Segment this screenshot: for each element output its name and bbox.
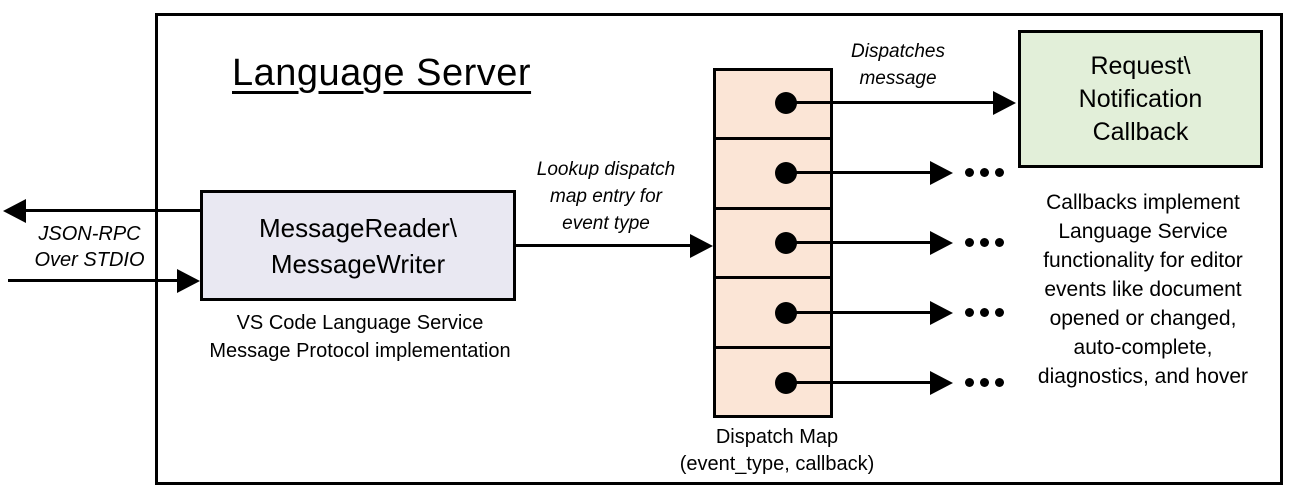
ellipsis-icon bbox=[965, 308, 1004, 317]
dispatches-label-line2: message bbox=[859, 68, 937, 89]
callbacks-note-line: auto-complete, bbox=[1073, 336, 1213, 359]
message-reader-writer-caption: VS Code Language Service Message Protoco… bbox=[172, 309, 548, 365]
dispatch-map-caption-line2: (event_type, callback) bbox=[679, 453, 875, 475]
dispatch-arrow-line-5 bbox=[786, 381, 933, 384]
reader-caption-line2: Message Protocol implementation bbox=[209, 340, 511, 362]
stdio-out-arrow-line bbox=[22, 209, 202, 212]
callbacks-note: Callbacks implement Language Service fun… bbox=[1002, 188, 1284, 391]
callbacks-note-line: diagnostics, and hover bbox=[1037, 365, 1249, 388]
dispatch-arrow-line-4 bbox=[786, 311, 933, 314]
reader-caption-line1: VS Code Language Service bbox=[236, 312, 484, 334]
callback-box-line3: Callback bbox=[1092, 117, 1189, 146]
lookup-arrow-line bbox=[515, 244, 693, 247]
dispatch-map-cell bbox=[716, 71, 830, 141]
callbacks-note-line: opened or changed, bbox=[1049, 307, 1237, 330]
dispatch-arrow-head-icon-4 bbox=[930, 301, 953, 325]
dispatches-message-label: Dispatches message bbox=[833, 38, 963, 92]
message-reader-writer-box: MessageReader\ MessageWriter bbox=[200, 190, 516, 301]
stdio-in-arrow-head-icon bbox=[177, 269, 200, 293]
callbacks-note-line: functionality for editor bbox=[1043, 249, 1243, 272]
dispatch-map-cell bbox=[716, 140, 830, 210]
lookup-label-line2: map entry for bbox=[550, 186, 662, 207]
request-notification-callback-box: Request\ Notification Callback bbox=[1018, 30, 1263, 168]
dispatch-map-cell bbox=[716, 210, 830, 280]
ellipsis-icon bbox=[965, 168, 1004, 177]
dispatches-label-line1: Dispatches bbox=[851, 41, 945, 62]
callback-box-line1: Request\ bbox=[1090, 51, 1191, 80]
stdio-out-arrow-head-icon bbox=[3, 199, 26, 223]
callbacks-note-line: Callbacks implement bbox=[1046, 191, 1240, 214]
dispatch-arrow-head-icon-5 bbox=[930, 371, 953, 395]
dispatch-map-cell bbox=[716, 279, 830, 349]
stdio-in-arrow-line bbox=[8, 279, 180, 282]
diagram-title: Language Server bbox=[232, 52, 532, 94]
callbacks-note-line: events like document bbox=[1044, 278, 1242, 301]
json-rpc-stdio-label-line1: JSON-RPC bbox=[38, 223, 141, 245]
dispatch-map-caption-line1: Dispatch Map bbox=[715, 426, 839, 448]
language-server-outer-box bbox=[155, 13, 1283, 485]
dispatch-arrow-head-icon-2 bbox=[930, 161, 953, 185]
lookup-dispatch-label: Lookup dispatch map entry for event type bbox=[500, 156, 712, 237]
ellipsis-icon bbox=[965, 238, 1004, 247]
lookup-label-line3: event type bbox=[562, 213, 650, 234]
dispatch-arrow-line-3 bbox=[786, 241, 933, 244]
callbacks-note-line: Language Service bbox=[1058, 220, 1228, 243]
dispatch-arrow-line-2 bbox=[786, 171, 933, 174]
dispatch-arrow-head-icon-1 bbox=[993, 91, 1016, 115]
json-rpc-stdio-label: JSON-RPC Over STDIO bbox=[12, 221, 167, 273]
message-reader-writer-line1: MessageReader\ bbox=[259, 212, 457, 243]
dispatch-arrow-head-icon-3 bbox=[930, 231, 953, 255]
lookup-label-line1: Lookup dispatch bbox=[536, 159, 676, 180]
ellipsis-icon bbox=[965, 378, 1004, 387]
message-reader-writer-line2: MessageWriter bbox=[270, 248, 446, 279]
dispatch-map-caption: Dispatch Map (event_type, callback) bbox=[653, 424, 901, 478]
lookup-arrow-head-icon bbox=[690, 234, 713, 258]
json-rpc-stdio-label-line2: Over STDIO bbox=[34, 249, 145, 271]
dispatch-arrow-line-1 bbox=[786, 101, 996, 104]
callback-box-line2: Notification bbox=[1078, 84, 1203, 113]
